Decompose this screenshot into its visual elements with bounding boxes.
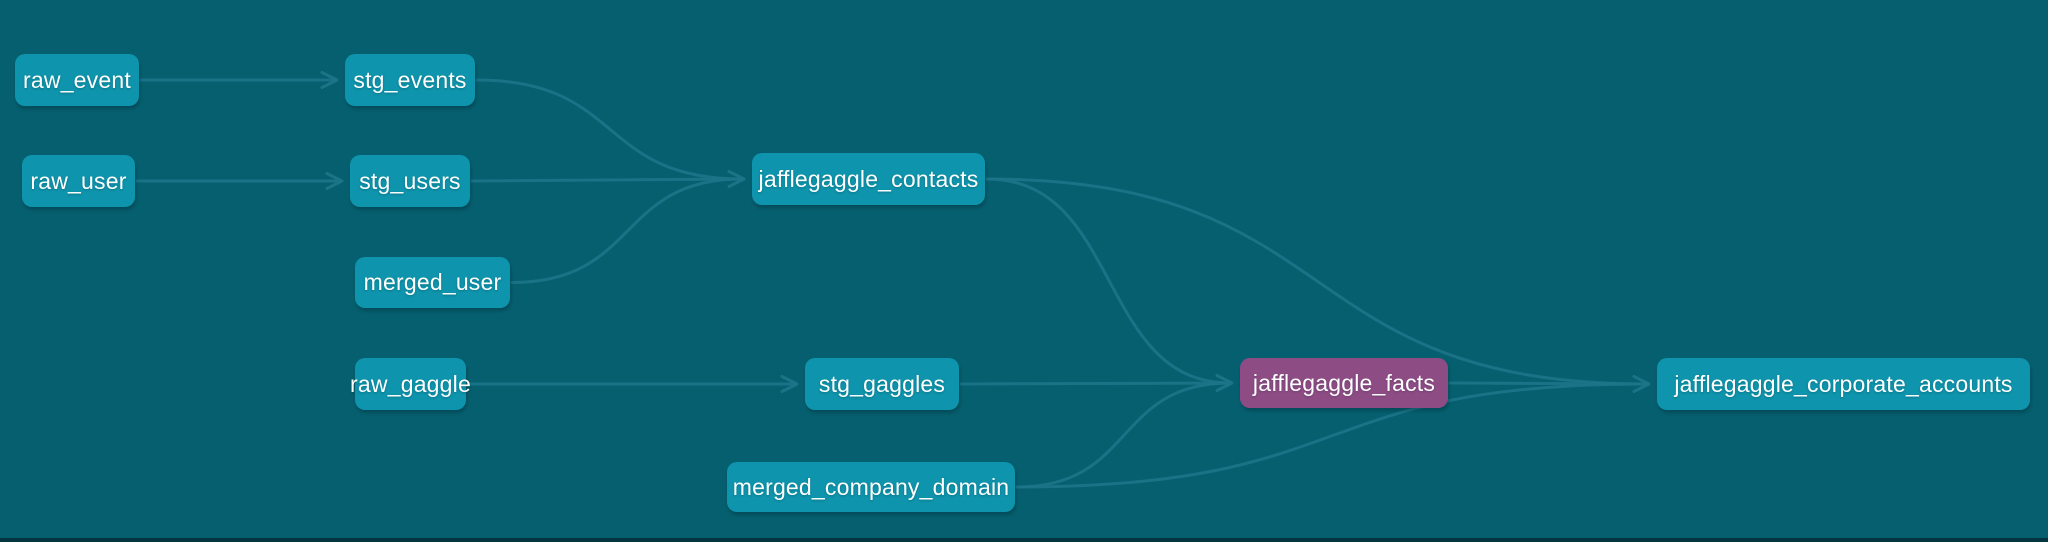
arrowhead-into-stg_users — [325, 172, 344, 190]
edge-merged_company_domain-to-jafflegaggle_facts — [1015, 381, 1232, 489]
dag-node-raw_user[interactable]: raw_user — [22, 155, 135, 207]
dag-node-merged_user[interactable]: merged_user — [355, 257, 510, 308]
arrowhead-into-jafflegaggle_facts — [1215, 374, 1234, 392]
dag-node-stg_gaggles[interactable]: stg_gaggles — [805, 358, 959, 410]
edge-stg_users-to-jafflegaggle_contacts — [470, 177, 744, 183]
edge-merged_user-to-jafflegaggle_contacts — [510, 177, 744, 284]
edge-merged_company_domain-to-jafflegaggle_corporate_accounts — [1015, 382, 1649, 489]
edge-jafflegaggle_contacts-to-jafflegaggle_facts — [985, 177, 1232, 385]
dag-node-jafflegaggle_corporate_accounts[interactable]: jafflegaggle_corporate_accounts — [1657, 358, 2030, 410]
arrowhead-into-jafflegaggle_corporate_accounts — [1632, 375, 1651, 393]
arrowhead-into-stg_gaggles — [780, 375, 799, 393]
dag-node-merged_company_domain[interactable]: merged_company_domain — [727, 462, 1015, 512]
dag-node-jafflegaggle_facts[interactable]: jafflegaggle_facts — [1240, 358, 1448, 408]
edge-stg_gaggles-to-jafflegaggle_facts — [959, 381, 1232, 386]
edge-jafflegaggle_contacts-to-jafflegaggle_corporate_accounts — [985, 177, 1649, 386]
dag-node-raw_gaggle[interactable]: raw_gaggle — [350, 358, 471, 410]
dag-node-jafflegaggle_contacts[interactable]: jafflegaggle_contacts — [752, 153, 985, 205]
edge-stg_events-to-jafflegaggle_contacts — [475, 78, 744, 181]
bottom-edge-bar — [0, 538, 2048, 542]
arrowhead-into-stg_events — [320, 71, 339, 89]
arrowhead-into-jafflegaggle_contacts — [727, 170, 746, 188]
dag-node-raw_event[interactable]: raw_event — [15, 54, 139, 106]
dag-node-stg_events[interactable]: stg_events — [345, 54, 475, 106]
dag-node-stg_users[interactable]: stg_users — [350, 155, 470, 207]
